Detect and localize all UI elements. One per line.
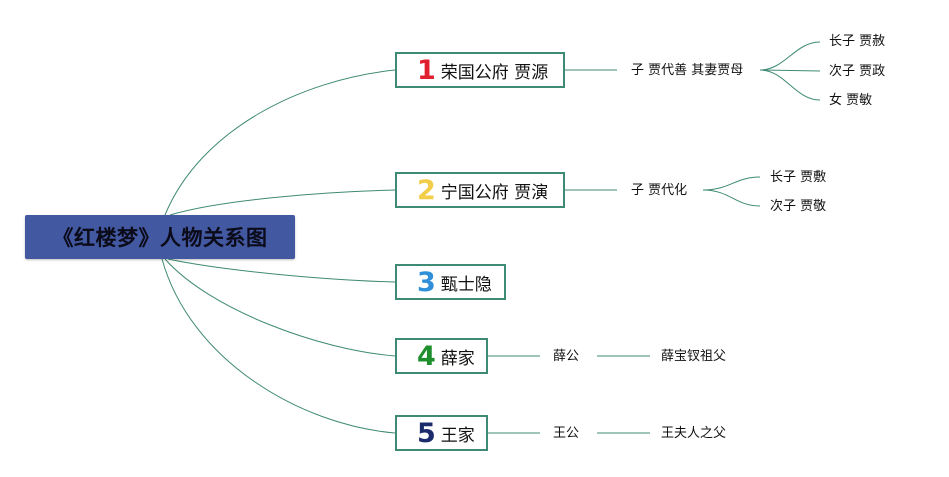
root-topic[interactable]: 《红楼梦》人物关系图 <box>25 215 295 259</box>
link-b1-grandchild-3 <box>759 69 821 101</box>
branch-label-4: 薛家 <box>440 348 475 369</box>
link-root-branch-3 <box>167 258 396 283</box>
subtopic-4-1-1[interactable]: 薛宝钗祖父 <box>661 349 727 364</box>
subtopic-2-1[interactable]: 子 贾代化 <box>631 183 688 198</box>
branch-topic-5[interactable]: 5 王家 <box>395 415 488 451</box>
branch-topic-1[interactable]: 1 荣国公府 贾源 <box>395 52 565 88</box>
link-b1-grandchild-1 <box>759 41 821 71</box>
link-b1-grandchild-2 <box>759 69 821 72</box>
link-b2-grandchild-1 <box>702 176 761 191</box>
subtopic-1-1-3[interactable]: 女 贾敏 <box>829 93 873 108</box>
branch-label-2: 宁国公府 贾演 <box>440 182 549 203</box>
link-root-branch-4 <box>164 258 396 357</box>
branch-number-4: 4 <box>417 340 436 372</box>
subtopic-1-1-2[interactable]: 次子 贾政 <box>829 64 886 79</box>
branch-number-5: 5 <box>417 417 436 449</box>
branch-topic-3[interactable]: 3 甄士隐 <box>395 264 506 300</box>
subtopic-2-1-2[interactable]: 次子 贾敬 <box>770 199 827 214</box>
subtopic-2-1-1[interactable]: 长子 贾敷 <box>770 170 827 185</box>
link-b2-grandchild-2 <box>702 189 761 207</box>
link-root-branch-5 <box>161 258 396 434</box>
subtopic-1-1[interactable]: 子 贾代善 其妻贾母 <box>631 63 744 78</box>
branch-number-2: 2 <box>417 174 436 206</box>
link-root-branch-2 <box>169 189 396 216</box>
root-topic-label: 《红楼梦》人物关系图 <box>52 226 268 250</box>
branch-number-3: 3 <box>417 266 436 298</box>
branch-label-5: 王家 <box>440 425 475 446</box>
branch-number-1: 1 <box>417 54 436 86</box>
subtopic-4-1[interactable]: 薛公 <box>553 349 580 364</box>
subtopic-5-1[interactable]: 王公 <box>553 426 580 441</box>
subtopic-1-1-1[interactable]: 长子 贾赦 <box>829 34 886 49</box>
subtopic-5-1-1[interactable]: 王夫人之父 <box>661 426 727 441</box>
branch-topic-2[interactable]: 2 宁国公府 贾演 <box>395 172 565 208</box>
branch-label-1: 荣国公府 贾源 <box>440 62 549 83</box>
link-root-branch-1 <box>164 69 396 216</box>
branch-label-3: 甄士隐 <box>440 274 492 295</box>
branch-topic-4[interactable]: 4 薛家 <box>395 338 488 374</box>
